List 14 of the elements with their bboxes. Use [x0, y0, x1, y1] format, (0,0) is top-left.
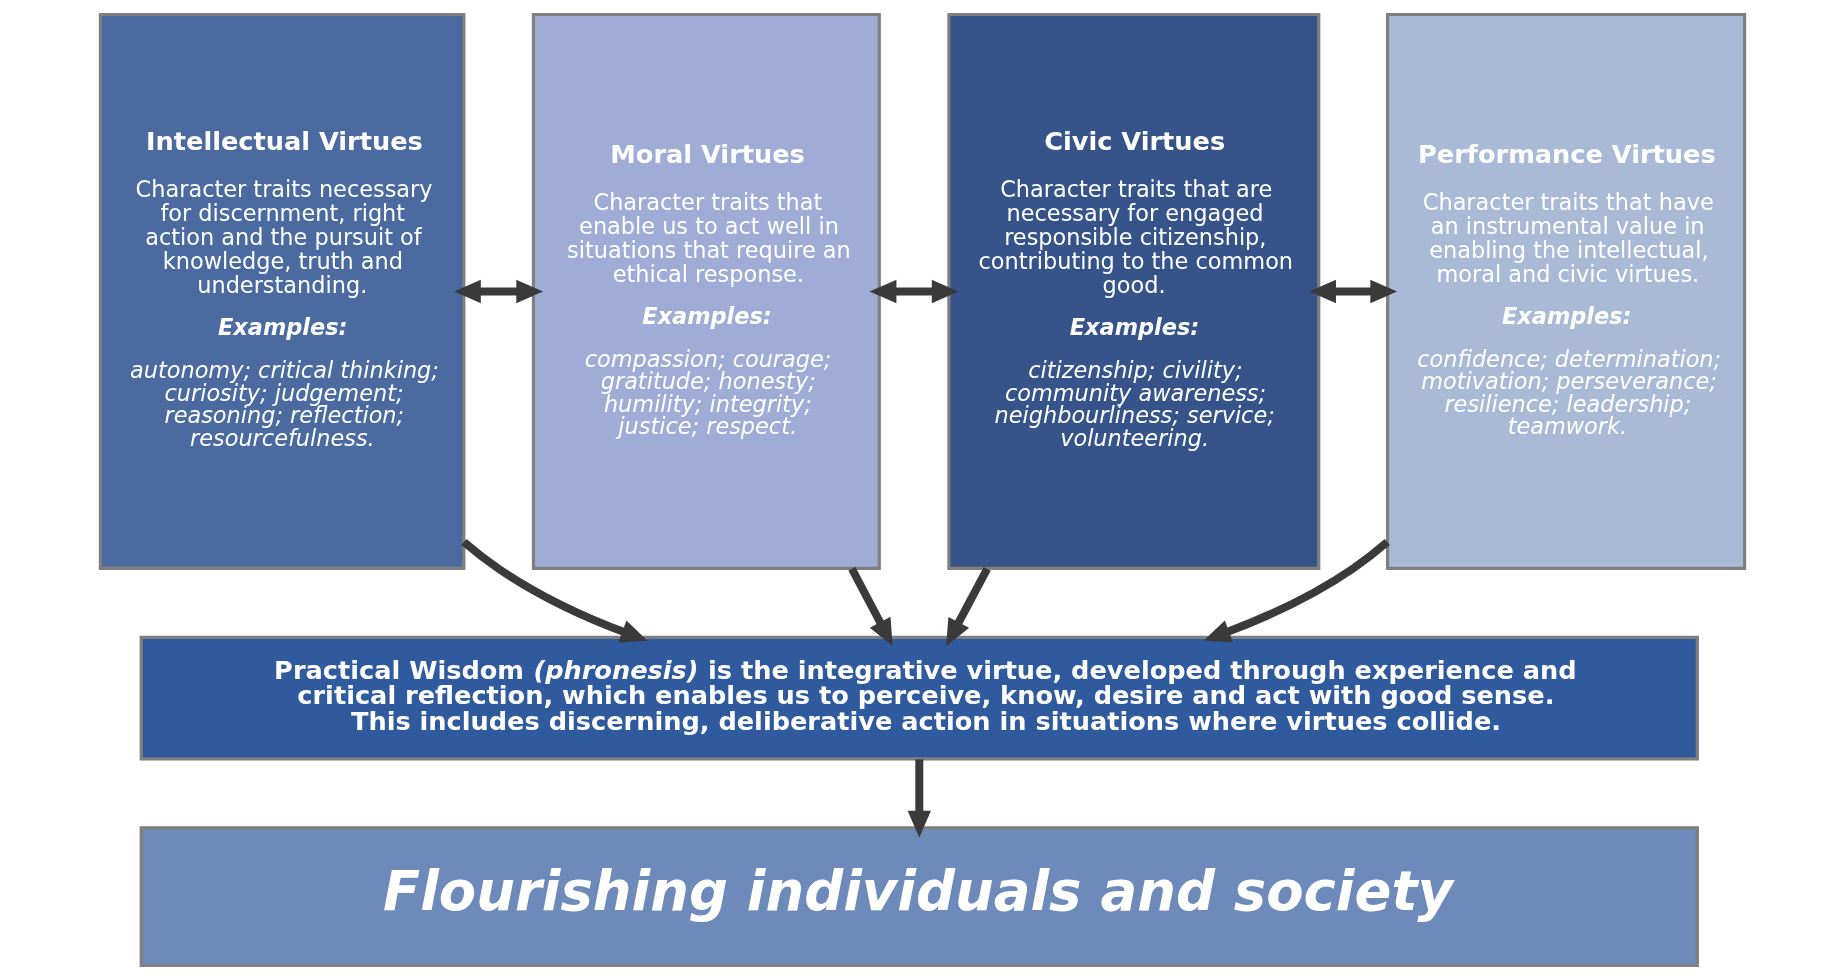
arrow — [945, 567, 991, 647]
node-box: Intellectual Virtues Character traits necessary for discernment, right action and the pursuit of knowledge, truth and understanding. Examples: autonomy; critical thinking; curiosity; judgement; reasoning; reflection; resourcefulness. — [98, 12, 465, 571]
arrow — [1308, 279, 1397, 304]
node-box: Civic Virtues Character traits that are necessary for engaged responsible citizenship, contributing to the common good. Examples: citizenship; civility; community awareness; neighbourliness; service; volunteering. — [946, 12, 1320, 571]
arrow — [869, 279, 959, 304]
arrow — [847, 567, 893, 647]
node-box: Moral Virtues Character traits that enable us to act well in situations that require an ethical response. Examples: compassion; courage; gratitude; honesty; humility; integrity; justice; respect. — [531, 12, 881, 571]
arrow — [907, 759, 931, 838]
node-box: Practical Wisdom (phronesis) is the integrative virtue, developed through experience and critical reflection, which enables us to perceive, know, desire and act with good sense. This includes discerning, deliberative action in situations where virtues collide. — [139, 635, 1699, 761]
node-box: Flourishing individuals and society — [139, 826, 1699, 968]
node-box: Performance Virtues Character traits that have an instrumental value in enabling the intellectual, moral and civic virtues. Examples: confidence; determination; motivation; perseverance; resilience; leadership; teamwork. — [1385, 12, 1746, 571]
arrow — [1203, 539, 1390, 643]
arrow — [453, 279, 543, 304]
arrow — [460, 538, 648, 643]
